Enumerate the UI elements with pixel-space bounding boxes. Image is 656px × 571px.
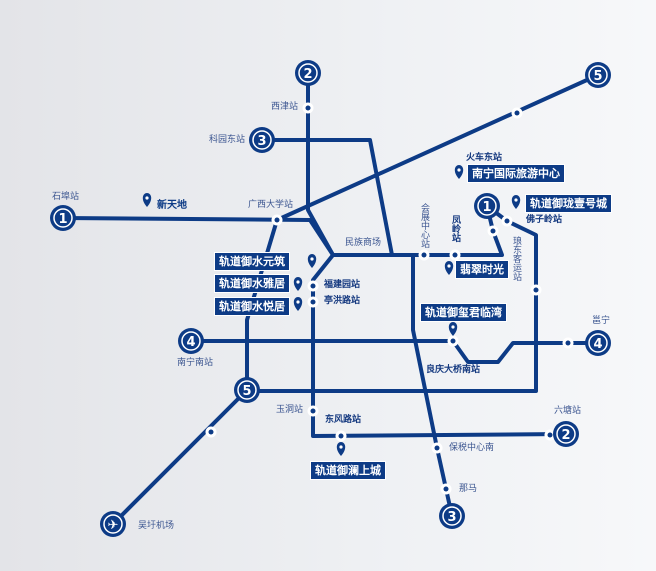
svg-text:1: 1 <box>58 212 67 227</box>
svg-text:2: 2 <box>561 428 570 443</box>
project-label[interactable]: 轨道御珑壹号城 <box>525 194 612 214</box>
line-terminal-l2_right[interactable]: 2 <box>553 421 579 447</box>
station-dot-core <box>310 408 316 414</box>
project-label[interactable]: 轨道御澜上城 <box>310 461 386 481</box>
line-terminal-l3_bottom[interactable]: 3 <box>439 503 465 529</box>
metro-line-3 <box>262 138 454 517</box>
svg-text:5: 5 <box>593 69 602 84</box>
station-label: 西津站 <box>271 102 299 112</box>
station-label: 民族商场 <box>345 238 382 248</box>
metro-line-5 <box>111 73 599 526</box>
project-label[interactable]: 南宁国际旅游中心 <box>467 164 565 184</box>
station-dot-core <box>565 340 571 346</box>
project-label[interactable]: 轨道御水雅居 <box>214 274 290 294</box>
svg-text:4: 4 <box>593 337 602 352</box>
svg-text:2: 2 <box>303 67 312 82</box>
line-terminal-l5_mid[interactable]: 5 <box>234 377 260 403</box>
location-pin-icon <box>336 442 346 456</box>
station-dot-core <box>305 105 311 111</box>
station-dot-core <box>434 445 440 451</box>
station-label: 广西大学站 <box>248 200 294 210</box>
station-dot-core <box>547 432 553 438</box>
station-dot-core <box>310 299 316 305</box>
svg-text:✈: ✈ <box>108 518 119 533</box>
location-pin-icon <box>307 254 317 268</box>
metro-line-4 <box>191 339 598 364</box>
metro-line-5-loop <box>247 204 538 393</box>
station-dot-core <box>504 218 510 224</box>
station-dots <box>205 102 574 495</box>
project-label[interactable]: 轨道御水悦居 <box>214 297 290 317</box>
project-label[interactable]: 翡翠时光 <box>455 260 509 280</box>
station-label: 那马 <box>459 484 478 494</box>
project-label[interactable]: 新天地 <box>157 200 187 211</box>
location-pin-icon <box>293 277 303 291</box>
station-dot-core <box>274 217 280 223</box>
station-label: 佛子岭站 <box>526 215 563 225</box>
location-pin-icon <box>454 165 464 179</box>
svg-text:3: 3 <box>257 134 266 149</box>
station-label: 邕宁 <box>592 316 611 326</box>
line-terminal-l3_left[interactable]: 3 <box>249 127 275 153</box>
station-label: 玉洞站 <box>276 405 304 415</box>
location-pin-icon <box>142 193 152 207</box>
station-label: 福建园站 <box>324 280 361 290</box>
line-terminal-l4_right[interactable]: 4 <box>585 330 611 356</box>
project-label[interactable]: 轨道御水元筑 <box>214 252 290 272</box>
station-label: 保税中心南 <box>449 443 495 453</box>
svg-text:4: 4 <box>186 335 195 350</box>
station-dot-core <box>310 283 316 289</box>
location-pin-icon <box>444 261 454 275</box>
station-label: 石埠站 <box>52 192 80 202</box>
station-label: 科园东站 <box>209 135 246 145</box>
station-label: 吴圩机场 <box>138 521 175 531</box>
metro-line-1 <box>62 205 504 257</box>
line-terminal-l2_top[interactable]: 2 <box>295 60 321 86</box>
line-terminal-l5_top[interactable]: 5 <box>585 62 611 88</box>
line-terminal-l4_left[interactable]: 4 <box>178 328 204 354</box>
station-label: 火车东站 <box>466 153 503 163</box>
line-terminal-l1_right[interactable]: 1 <box>474 193 500 219</box>
location-pin-icon <box>511 195 521 209</box>
station-label: 东风路站 <box>325 415 362 425</box>
station-label: 六塘站 <box>554 406 582 416</box>
station-dot-core <box>452 252 458 258</box>
station-label: 良庆大桥南站 <box>426 365 481 375</box>
station-dot-core <box>490 228 496 234</box>
svg-text:5: 5 <box>242 384 251 399</box>
station-label: 琅东客运站 <box>511 236 521 281</box>
station-label: 南宁南站 <box>177 358 214 368</box>
station-dot-core <box>450 338 456 344</box>
station-dot-core <box>208 429 214 435</box>
airplane-icon[interactable]: ✈ <box>100 511 126 537</box>
station-label: 会展中心站 <box>419 203 429 248</box>
station-dot-core <box>514 110 520 116</box>
station-label: 凤岭站 <box>450 215 460 242</box>
station-dot-core <box>533 287 539 293</box>
project-label[interactable]: 轨道御玺君临湾 <box>420 303 507 323</box>
svg-text:1: 1 <box>482 200 491 215</box>
location-pin-icon <box>293 297 303 311</box>
station-dot-core <box>421 252 427 258</box>
station-dot-core <box>443 486 449 492</box>
metro-line-2 <box>306 73 567 438</box>
station-dot-core <box>338 433 344 439</box>
line-terminal-l1_left[interactable]: 1 <box>50 205 76 231</box>
svg-text:3: 3 <box>447 510 456 525</box>
station-label: 亭洪路站 <box>324 296 361 306</box>
location-pin-icon <box>448 322 458 336</box>
